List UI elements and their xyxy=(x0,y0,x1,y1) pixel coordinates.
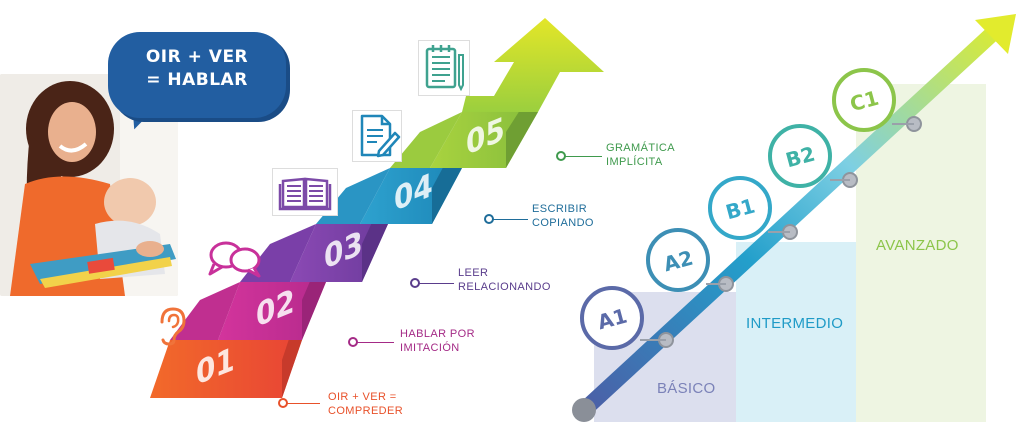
progress-arrow-head xyxy=(975,14,1016,54)
band-label-basico: BÁSICO xyxy=(657,380,716,397)
badge-c1: C1 xyxy=(832,68,914,132)
open-book-icon xyxy=(272,168,338,216)
badge-b2: B2 xyxy=(768,124,850,188)
step-label-02-line2: IMITACIÓN xyxy=(400,342,460,354)
band-intermedio xyxy=(736,242,856,422)
step-label-01-line2: COMPREDER xyxy=(328,405,404,417)
badge-a1: A1 xyxy=(580,286,666,350)
speech-bubble-line1: OIR + VER xyxy=(145,47,249,67)
ear-icon xyxy=(154,306,188,351)
progress-diagonal xyxy=(576,26,1000,418)
band-label-intermedio: INTERMEDIO xyxy=(746,315,844,332)
band-label-avanzado: AVANZADO xyxy=(876,237,959,254)
step-label-04-line1: ESCRIBIR xyxy=(532,203,588,215)
step-label-03-line1: LEER xyxy=(458,267,489,279)
step-label-03-line2: RELACIONANDO xyxy=(458,281,551,293)
level-progress-chart: A1 A2 B1 B2 C1 xyxy=(572,14,1016,422)
speech-bubble-line2: = HABLAR xyxy=(146,70,248,90)
speech-bubble xyxy=(108,32,286,118)
speech-bubble-text: OIR + VER = HABLAR xyxy=(108,46,286,92)
notepad-icon xyxy=(418,40,470,96)
speech-bubbles-icon xyxy=(206,238,264,285)
badge-b1: B1 xyxy=(708,176,790,240)
step-label-01-line1: OIR + VER = xyxy=(328,391,397,403)
step-label-05-line2: IMPLÍCITA xyxy=(606,156,663,168)
staircase-arrow xyxy=(462,18,604,112)
staircase: 01 02 03 04 05 xyxy=(150,18,604,398)
progress-start-node xyxy=(572,398,596,422)
step-label-05-line1: GRAMÁTICA xyxy=(606,142,675,154)
step-label-02-line1: HABLAR POR xyxy=(400,328,475,340)
step-label-04-line2: COPIANDO xyxy=(532,217,594,229)
step-05 xyxy=(390,82,538,168)
document-pen-icon xyxy=(352,110,402,162)
step-03 xyxy=(240,188,388,282)
badge-a2: A2 xyxy=(646,228,726,292)
